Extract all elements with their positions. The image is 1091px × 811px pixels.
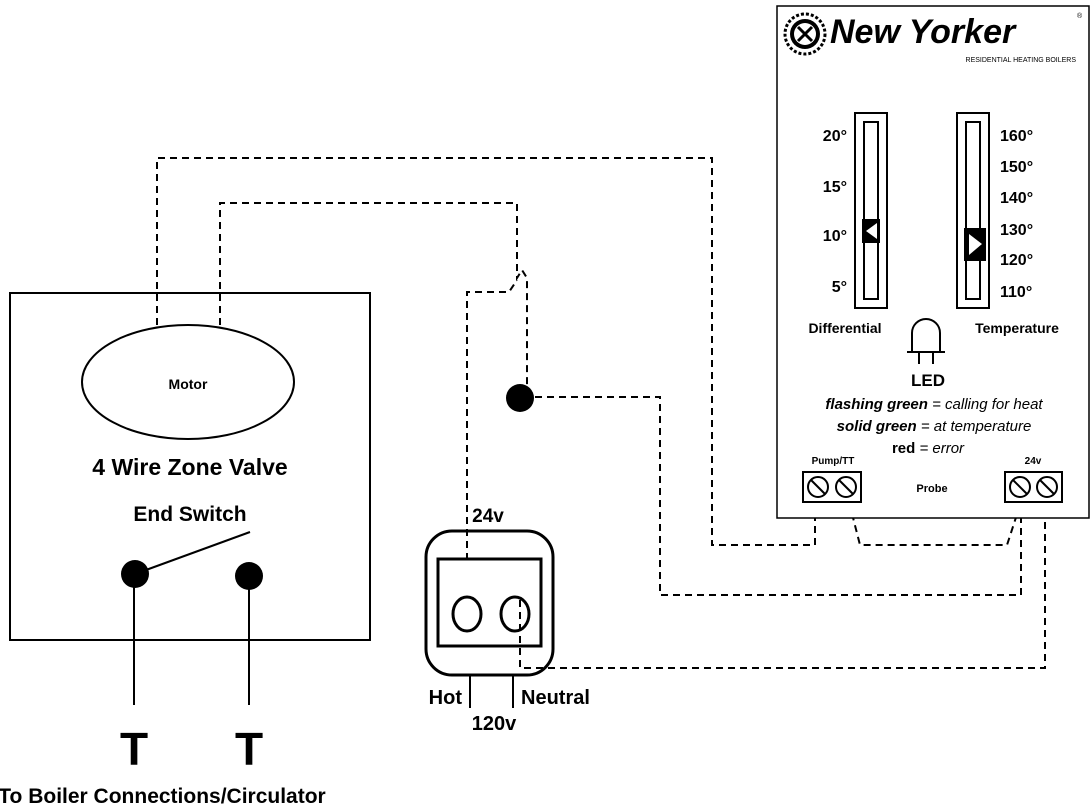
pump-tt-screw-left — [807, 476, 829, 498]
24v-block — [1004, 471, 1063, 503]
transformer-body — [424, 529, 555, 677]
logo-emblem-icon — [796, 25, 814, 43]
24v-terminal-block — [1004, 471, 1063, 503]
120v-label: 120v — [472, 713, 517, 735]
wire-motor-to-pump-tt — [156, 157, 816, 546]
probe-label: Probe — [916, 483, 947, 495]
led-legend-flashing-desc: = calling for heat — [928, 396, 1043, 413]
zone-valve-box — [9, 292, 371, 641]
led-icon — [907, 318, 945, 364]
differential-pointer-icon — [866, 223, 877, 239]
pump-tt-label: Pump/TT — [812, 456, 855, 467]
led-legend-flashing: flashing green = calling for heat — [825, 396, 1043, 413]
wire-transformer-to-junction — [466, 279, 518, 560]
brand-registered: ® — [1077, 12, 1083, 20]
24v-terminal-label: 24v — [1025, 456, 1042, 467]
led-legend-flashing-term: flashing green — [825, 396, 928, 413]
temperature-slider[interactable] — [956, 112, 990, 309]
differential-tick-10: 10° — [823, 228, 847, 245]
24v-screw-right — [1036, 476, 1058, 498]
motor-ellipse — [81, 324, 295, 440]
differential-tick-20: 20° — [823, 128, 847, 145]
wire-transformer-to-24v-neutral — [519, 502, 1046, 669]
temperature-slider-track — [965, 121, 981, 300]
transformer: 24v Hot Neutral 120v — [424, 506, 590, 735]
zone-valve-title: 4 Wire Zone Valve — [92, 454, 287, 480]
led-legend-solid: solid green = at temperature — [837, 418, 1032, 435]
end-switch-lever — [134, 531, 251, 575]
led-legend-solid-term: solid green — [837, 418, 917, 435]
new-yorker-logo: New Yorker ® RESIDENTIAL HEATING BOILERS — [783, 12, 1083, 64]
pump-tt-block — [802, 471, 862, 503]
transformer-terminal-neutral — [499, 595, 531, 633]
temperature-tick-130: 130° — [1000, 222, 1033, 239]
differential-tick-15: 15° — [823, 179, 847, 196]
wire-motor-to-junction — [219, 202, 528, 398]
t-terminal-left: T — [120, 723, 148, 775]
transformer-terminal-block — [436, 557, 543, 648]
t-terminal-right: T — [235, 723, 263, 775]
led-legend-red-desc: = error — [915, 440, 965, 457]
differential-tick-5: 5° — [832, 279, 847, 296]
wire-junction-dot — [506, 384, 534, 412]
led-bulb — [911, 318, 941, 353]
neutral-label: Neutral — [521, 687, 590, 709]
pump-tt-screw-right-slot — [838, 479, 854, 495]
temperature-slider-frame — [956, 112, 990, 309]
logo-sun-icon — [783, 12, 827, 56]
control-panel-box — [776, 5, 1090, 519]
zone-valve: Motor 4 Wire Zone Valve End Switch T T T… — [0, 292, 371, 808]
led-legend-red: red = error — [892, 440, 965, 457]
control-panel: New Yorker ® RESIDENTIAL HEATING BOILERS… — [776, 5, 1090, 519]
motor-label: Motor — [169, 376, 208, 392]
pump-tt-screw-right — [835, 476, 857, 498]
24v-screw-left — [1009, 476, 1031, 498]
transformer-terminal-hot — [451, 595, 483, 633]
24v-screw-right-slot — [1039, 479, 1055, 495]
temperature-tick-160: 160° — [1000, 128, 1033, 145]
temperature-tick-110: 110° — [1000, 284, 1032, 301]
24v-screw-left-slot — [1012, 479, 1028, 495]
end-switch-label: End Switch — [133, 503, 246, 526]
temperature-tick-120: 120° — [1000, 252, 1033, 269]
hot-label: Hot — [429, 687, 463, 709]
led-legend-solid-desc: = at temperature — [917, 418, 1032, 435]
differential-slider[interactable] — [854, 112, 888, 309]
temperature-tick-140: 140° — [1000, 190, 1033, 207]
brand-tagline: RESIDENTIAL HEATING BOILERS — [966, 57, 1077, 64]
transformer-24v-label: 24v — [472, 506, 504, 527]
dashed-wires — [156, 157, 1046, 669]
boiler-connections-caption: To Boiler Connections/Circulator — [0, 785, 326, 808]
temperature-label: Temperature — [975, 320, 1059, 336]
differential-label: Differential — [808, 320, 881, 336]
led-label: LED — [911, 371, 945, 390]
temperature-tick-150: 150° — [1000, 159, 1033, 176]
pump-tt-screw-left-slot — [810, 479, 826, 495]
differential-slider-frame — [854, 112, 888, 309]
brand-name: New Yorker — [830, 13, 1017, 51]
led-legend-red-term: red — [892, 440, 915, 457]
temperature-pointer-icon — [969, 234, 982, 255]
pump-tt-terminal-block — [802, 471, 862, 503]
wire-junction-to-24v — [535, 396, 1022, 596]
differential-slider-track — [863, 121, 879, 300]
